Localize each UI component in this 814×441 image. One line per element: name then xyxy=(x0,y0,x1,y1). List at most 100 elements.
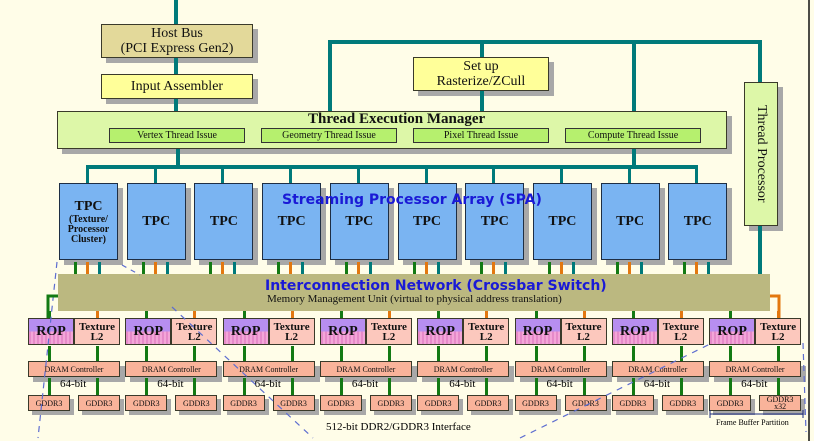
host-bus-line1: Host Bus xyxy=(151,26,203,41)
xbar-l2-link xyxy=(96,311,99,318)
tpc-feed-line xyxy=(627,165,631,183)
gddr3-label: GDDR3 xyxy=(85,398,113,408)
tpc-xbar-link xyxy=(707,262,711,274)
dram-gddr-link-b xyxy=(777,378,781,395)
dram-gddr-link-a xyxy=(437,378,441,395)
dram-controller-label: DRAM Controller xyxy=(725,364,785,374)
tpc-xbar-link xyxy=(98,262,101,274)
tpc-xbar-link xyxy=(547,262,551,274)
bus-width-label: 64-bit xyxy=(157,378,184,390)
xbar-l2-link xyxy=(582,311,586,318)
xbar-rop-link xyxy=(145,311,149,318)
xbar-l2-link xyxy=(290,311,294,318)
dram-gddr-link-a xyxy=(729,378,733,395)
tpc-label: TPC xyxy=(413,213,441,229)
interconnect-title: Interconnection Network (Crossbar Switch… xyxy=(265,278,607,294)
dram-controller-label: DRAM Controller xyxy=(531,364,590,374)
gddr3-block: GDDR3 xyxy=(467,395,510,411)
rop-label: ROP xyxy=(133,323,164,339)
tpc-sublabel: (Texture/ xyxy=(69,213,108,225)
bus-width-label: 64-bit xyxy=(546,378,573,390)
tpc-xbar-link xyxy=(301,262,305,274)
tpc-block: TPC xyxy=(194,183,254,260)
tpc-label: TPC xyxy=(277,213,306,229)
gddr3-label: GDDR3 xyxy=(327,398,355,408)
dram-controller-block: DRAM Controller xyxy=(417,361,510,377)
tpc-block: TPC xyxy=(262,183,322,260)
tpc-feed-line xyxy=(492,165,496,183)
rop-dram-link xyxy=(534,346,538,361)
texture-l2-label: L2 xyxy=(382,330,396,343)
texture-l2-label: L2 xyxy=(577,330,590,343)
l2-dram-link xyxy=(193,346,197,361)
rop-dram-link xyxy=(631,346,635,361)
thread-processor-label: Thread Processor xyxy=(754,105,769,203)
tpc-xbar-link xyxy=(165,262,169,274)
l2-dram-link xyxy=(387,346,391,361)
tpc-label: TPC xyxy=(142,213,171,229)
rop-block: ROP xyxy=(709,318,756,345)
texture-l2-label: L2 xyxy=(90,330,104,343)
xbar-rop-link xyxy=(534,311,538,318)
dram-gddr-link-b xyxy=(582,378,586,395)
tpc-feed-line xyxy=(221,165,225,183)
geometry-thread-issue: Geometry Thread Issue xyxy=(261,128,397,143)
tpc-block: TPC xyxy=(668,183,728,260)
tpc-xbar-link xyxy=(492,262,496,274)
xbar-rop-link xyxy=(339,311,343,318)
gddr3-label: GDDR3 xyxy=(182,398,210,408)
dram-controller-block: DRAM Controller xyxy=(709,361,802,377)
gddr3-label: GDDR3 xyxy=(280,398,307,408)
dram-gddr-link-a xyxy=(631,378,635,395)
tpc-xbar-link xyxy=(153,262,157,274)
tpc-label: TPC xyxy=(683,213,712,229)
interconnect-subtitle: Memory Management Unit (virtual to physi… xyxy=(267,293,562,305)
tpc-label: TPC xyxy=(548,213,577,229)
texture-l2-label: Texture xyxy=(176,320,213,333)
dram-controller-block: DRAM Controller xyxy=(125,361,218,377)
setup-rasterize-zcull-block: Set up Rasterize/ZCull xyxy=(413,57,549,91)
dram-controller-block: DRAM Controller xyxy=(514,361,607,377)
rop-block: ROP xyxy=(28,318,74,345)
host-input-line xyxy=(174,0,178,24)
tpc-label: TPC xyxy=(345,213,374,229)
tpc-feed-line xyxy=(695,165,699,183)
tem-down-left xyxy=(176,149,180,165)
texture-l2-label: L2 xyxy=(479,330,493,343)
dram-controller-block: DRAM Controller xyxy=(222,361,315,377)
top-bus-drop-geometry xyxy=(328,40,332,130)
tpc-block: TPC xyxy=(329,183,389,260)
rop-dram-link xyxy=(729,346,733,361)
dram-gddr-link-a xyxy=(48,378,51,395)
tpc-xbar-link xyxy=(436,262,440,274)
tpc-xbar-link xyxy=(504,262,508,274)
rop-block: ROP xyxy=(319,318,366,345)
gddr3-label: GDDR3 xyxy=(766,395,794,404)
xbar-l2-link xyxy=(387,311,391,318)
vertex-thread-issue: Vertex Thread Issue xyxy=(109,128,245,143)
tpc-xbar-link xyxy=(368,262,372,274)
gddr3-block: GDDR3 xyxy=(564,395,607,411)
gddr3-block: GDDR3 xyxy=(222,395,265,411)
texture-l2-label: L2 xyxy=(187,330,201,343)
tpc-xbar-link xyxy=(571,262,575,274)
rop-label: ROP xyxy=(230,323,261,339)
dram-controller-label: DRAM Controller xyxy=(44,364,104,374)
rop-block: ROP xyxy=(222,318,269,345)
rop-block: ROP xyxy=(417,318,464,345)
tpc-xbar-link xyxy=(277,262,281,274)
tpc-feed-line xyxy=(289,165,293,183)
input-assembler-block: Input Assembler xyxy=(101,74,253,99)
gddr3-label: GDDR3 xyxy=(669,398,697,408)
dram-controller-block: DRAM Controller xyxy=(319,361,412,377)
dram-gddr-link-b xyxy=(193,378,197,395)
top-bus-drop-tp xyxy=(758,40,762,82)
